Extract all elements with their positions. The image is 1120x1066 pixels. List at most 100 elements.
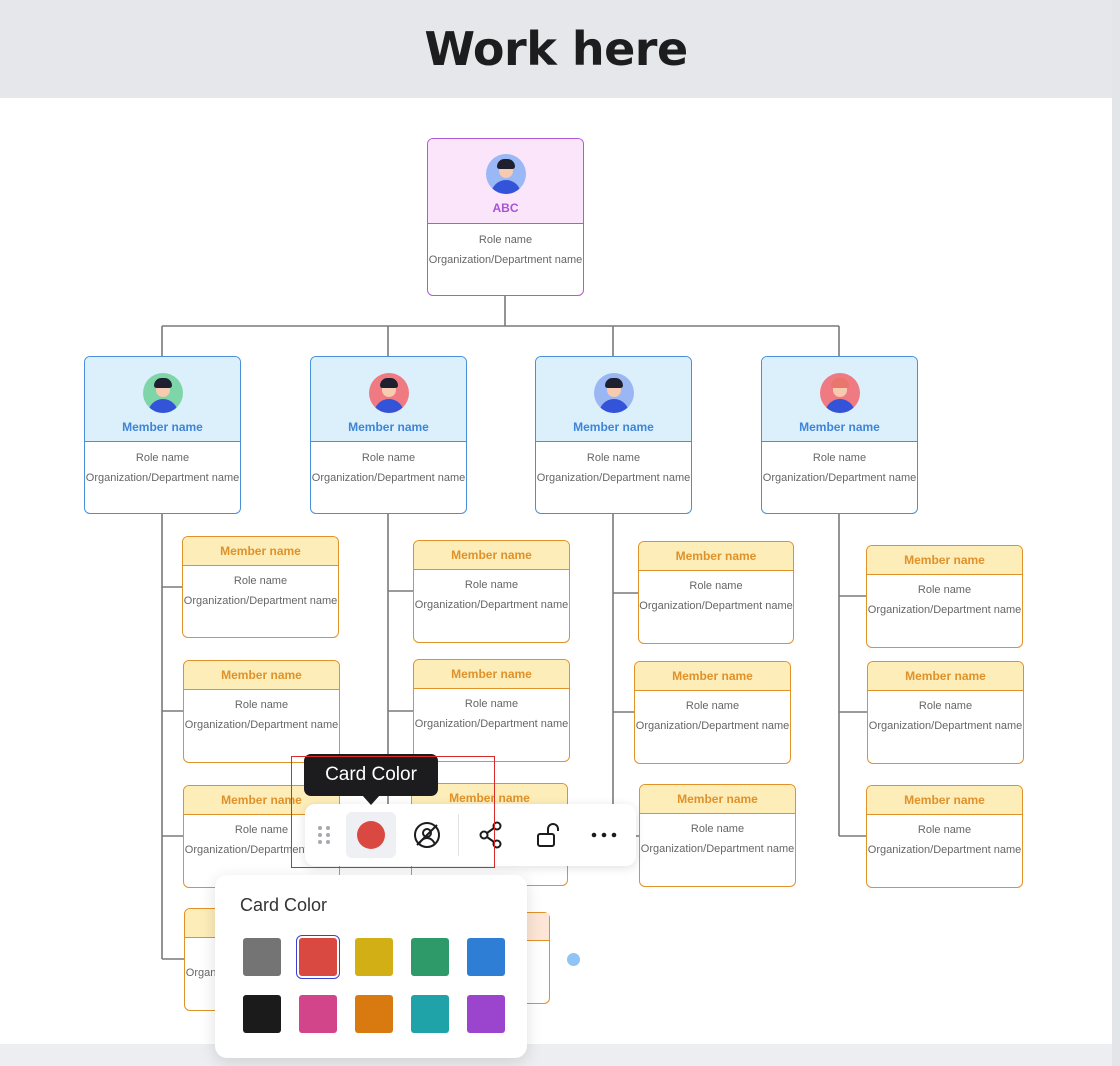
role-name: Role name: [464, 698, 519, 710]
role-name: Role name: [918, 700, 973, 712]
palette-title: Card Color: [240, 895, 328, 915]
org-department: Organization/Department name: [867, 844, 1022, 856]
org-department: Organization/Department name: [414, 599, 569, 611]
member-card-1-1-header: Member name: [183, 537, 338, 566]
selection-handle[interactable]: [567, 953, 580, 966]
avatar-body: [147, 399, 178, 413]
role-name: Role name: [690, 823, 745, 835]
avatar: [142, 373, 183, 413]
avatar: [368, 373, 409, 413]
member-name: Member name: [904, 553, 985, 567]
role-name: Role name: [135, 452, 190, 464]
org-department: Organization/Department name: [867, 604, 1022, 616]
avatar-hair: [830, 378, 849, 388]
color-swatch[interactable]: [467, 938, 505, 976]
role-name: Role name: [917, 584, 972, 596]
avatar-hair: [153, 378, 172, 388]
role-name: Role name: [917, 824, 972, 836]
org-department: Organization/Department name: [762, 472, 917, 484]
avatar-body: [373, 399, 404, 413]
member-name: Member name: [451, 667, 532, 681]
tooltip-arrow: [362, 795, 380, 805]
member-card-2-1-header: Member name: [414, 541, 569, 570]
avatar-body: [598, 399, 629, 413]
member-name: Member name: [221, 668, 302, 682]
member-card-3-2-header: Member name: [635, 662, 790, 691]
member-name: ABC: [492, 201, 519, 215]
member-name: Member name: [904, 793, 985, 807]
canvas-scroll-edge: [1112, 0, 1120, 1066]
member-name: Member name: [221, 793, 302, 807]
color-swatch-selected[interactable]: [296, 935, 340, 979]
role-name: Role name: [233, 575, 288, 587]
role-name: Role name: [464, 579, 519, 591]
member-name: Member name: [905, 669, 986, 683]
org-department: Organization/Department name: [640, 843, 795, 855]
color-swatch[interactable]: [411, 938, 449, 976]
color-swatch[interactable]: [467, 995, 505, 1033]
focus-highlight-box: [291, 756, 495, 868]
member-name: Member name: [672, 669, 753, 683]
avatar-body: [490, 180, 521, 194]
color-swatch[interactable]: [243, 938, 281, 976]
member-name: Member name: [449, 791, 530, 805]
color-swatch[interactable]: [243, 995, 281, 1033]
color-swatch[interactable]: [299, 995, 337, 1033]
role-name: Role name: [586, 452, 641, 464]
role-name: Role name: [361, 452, 416, 464]
unlock-icon[interactable]: [527, 812, 567, 858]
avatar-body: [824, 399, 855, 413]
member-card-3-3-header: Member name: [640, 785, 795, 814]
member-name: Member name: [348, 420, 429, 434]
card-color-tooltip: Card Color: [304, 754, 438, 796]
hide-avatar-icon[interactable]: [406, 812, 448, 858]
member-name: Member name: [675, 549, 757, 563]
role-name: Role name: [478, 234, 533, 246]
member-card-3-1-header: Member name: [639, 542, 793, 571]
org-department: Organization/Department name: [868, 720, 1023, 732]
avatar: [819, 373, 860, 413]
avatar-hair: [604, 378, 623, 388]
more-icon[interactable]: [583, 812, 625, 858]
avatar: [593, 373, 634, 413]
member-card-1-2-header: Member name: [184, 661, 339, 690]
card-toolbar: [305, 804, 636, 866]
card-color-button[interactable]: [346, 812, 396, 858]
avatar-hair: [496, 159, 515, 169]
org-department: Organization/Department name: [85, 472, 240, 484]
toolbar-divider: [458, 814, 459, 856]
member-name: Member name: [451, 548, 532, 562]
avatar-hair: [379, 378, 398, 388]
org-department: Organization/Department name: [635, 720, 790, 732]
manager-card-4-header: Member name: [762, 357, 917, 442]
org-department: Organization/Department name: [184, 844, 339, 856]
drag-handle-icon[interactable]: [313, 812, 335, 858]
color-swatch[interactable]: [355, 995, 393, 1033]
role-name: Role name: [234, 824, 289, 836]
manager-card-1-header: Member name: [85, 357, 240, 442]
member-name: Member name: [122, 420, 203, 434]
avatar: [485, 154, 526, 194]
member-card-4-3-header: Member name: [867, 786, 1022, 815]
color-swatch[interactable]: [355, 938, 393, 976]
org-department: Organization/Department name: [428, 254, 583, 266]
color-swatch[interactable]: [411, 995, 449, 1033]
role-name: Role name: [685, 700, 740, 712]
connect-icon[interactable]: [471, 812, 511, 858]
member-card-2-2-header: Member name: [414, 660, 569, 689]
